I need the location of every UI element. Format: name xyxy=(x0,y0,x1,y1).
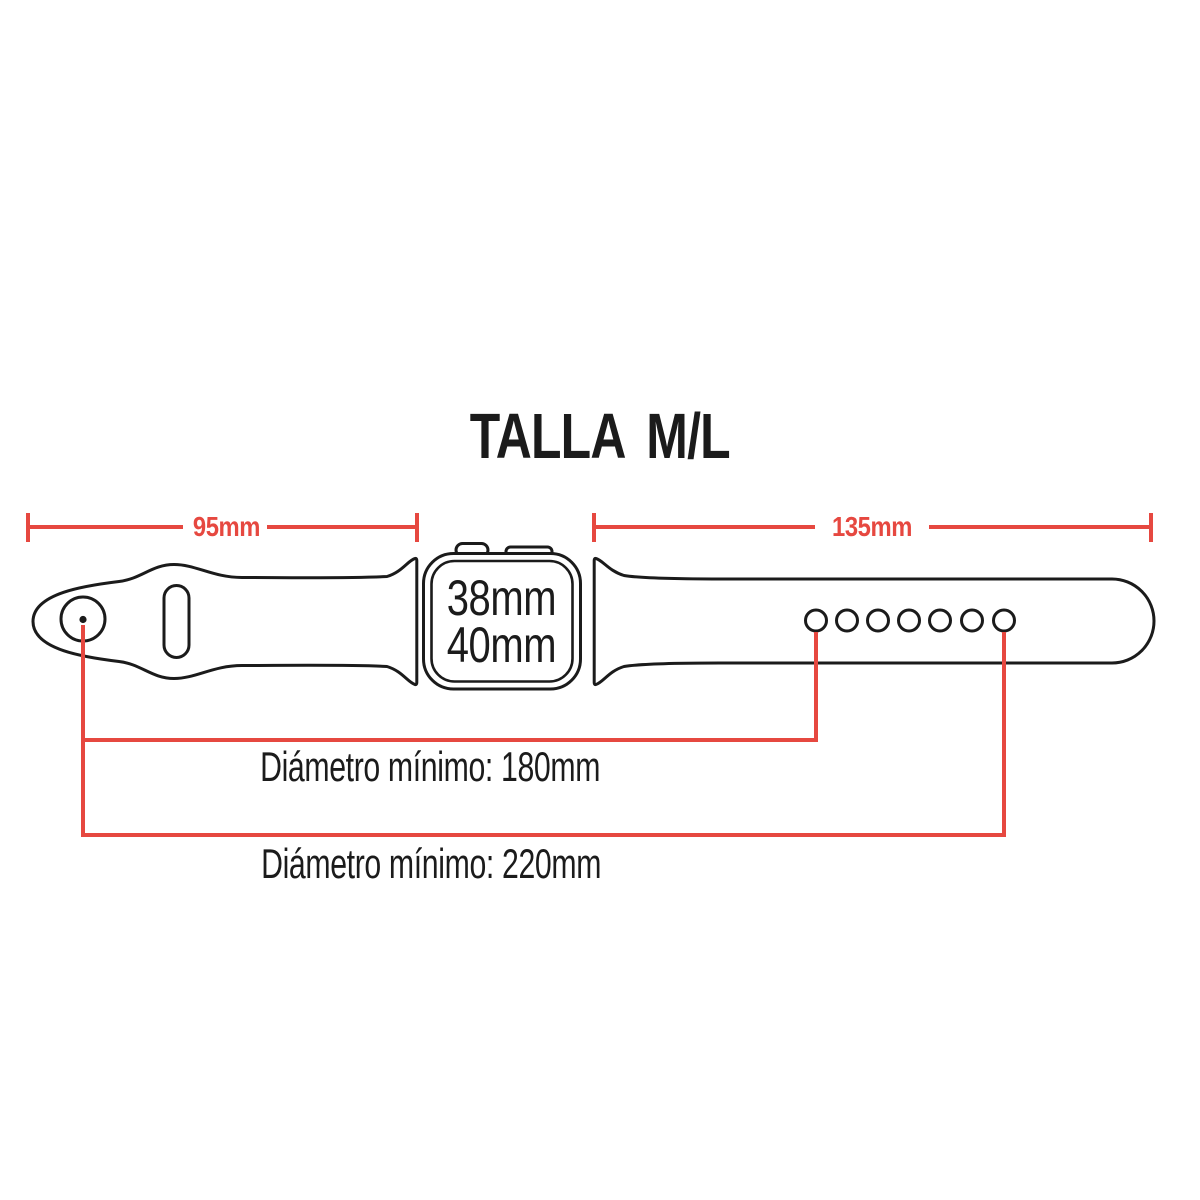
case-size-40: 40mm xyxy=(446,617,556,673)
left-strap-length-label: 95mm xyxy=(192,511,260,542)
diameter-bracket-180mm xyxy=(81,632,818,742)
band-slot xyxy=(162,584,191,659)
band-holes xyxy=(804,608,1016,633)
page-title: TALLA M/L xyxy=(0,404,1200,468)
dimension-line-95mm xyxy=(26,513,419,542)
dimension-line-135mm xyxy=(592,513,1153,542)
right-strap-length-label: 135mm xyxy=(832,511,912,542)
min-diameter-220-label: Diámetro mínimo: 220mm xyxy=(261,840,601,887)
min-diameter-180-label: Diámetro mínimo: 180mm xyxy=(260,743,600,790)
left-strap-outline xyxy=(31,556,419,687)
watch-screen xyxy=(430,559,574,683)
page-title-text: TALLA M/L xyxy=(469,400,731,472)
case-size-38: 38mm xyxy=(446,570,556,626)
watch-case-size-labels: 38mm 40mm xyxy=(421,570,581,673)
diameter-bracket-220mm xyxy=(81,632,1006,837)
pin-dot xyxy=(79,615,87,624)
